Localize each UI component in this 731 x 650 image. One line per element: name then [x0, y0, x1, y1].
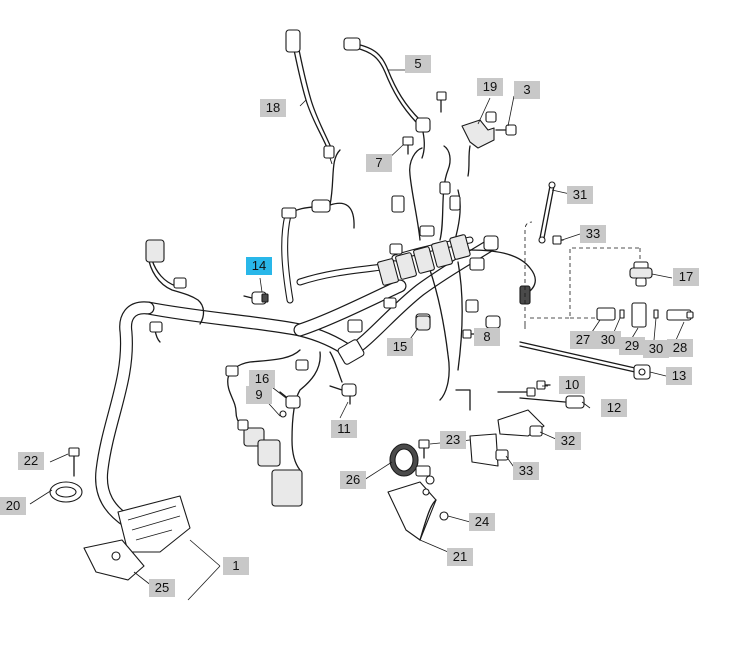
- left-upper-branch: [145, 239, 205, 343]
- callout-part-7[interactable]: 7: [366, 154, 392, 172]
- fasteners-10-12: [497, 380, 585, 409]
- callout-part-31[interactable]: 31: [567, 186, 593, 204]
- callout-part-10[interactable]: 10: [559, 376, 585, 394]
- callout-part-17[interactable]: 17: [673, 268, 699, 286]
- callout-part-15[interactable]: 15: [387, 338, 413, 356]
- callout-part-25[interactable]: 25: [149, 579, 175, 597]
- callout-part-11[interactable]: 11: [331, 420, 357, 438]
- callout-part-33b[interactable]: 33: [513, 462, 539, 480]
- callout-part-21[interactable]: 21: [447, 548, 473, 566]
- callout-part-32[interactable]: 32: [555, 432, 581, 450]
- callout-part-14[interactable]: 14: [246, 257, 272, 275]
- callout-part-19[interactable]: 19: [477, 78, 503, 96]
- callout-part-27[interactable]: 27: [570, 331, 596, 349]
- callout-part-9[interactable]: 9: [246, 386, 272, 404]
- brackets-32-33: [455, 389, 545, 467]
- callout-part-20[interactable]: 20: [0, 497, 26, 515]
- callout-part-8[interactable]: 8: [474, 328, 500, 346]
- lower-middle-branch: [225, 349, 343, 507]
- callout-part-23[interactable]: 23: [440, 431, 466, 449]
- callout-part-26[interactable]: 26: [340, 471, 366, 489]
- callout-part-29[interactable]: 29: [619, 337, 645, 355]
- small-parts: [243, 291, 487, 418]
- clamp-20: [49, 447, 83, 503]
- sender-17: [629, 261, 653, 287]
- callout-part-12[interactable]: 12: [601, 399, 627, 417]
- callout-part-24[interactable]: 24: [469, 513, 495, 531]
- callout-part-3[interactable]: 3: [514, 81, 540, 99]
- coil-26: [389, 439, 431, 477]
- assembly-outline: [524, 221, 641, 330]
- rod-31: [538, 181, 564, 245]
- callout-part-22[interactable]: 22: [18, 452, 44, 470]
- callout-part-18[interactable]: 18: [260, 99, 286, 117]
- sensor-lead-18: [285, 29, 335, 165]
- bracket-19: [402, 91, 517, 177]
- callout-part-5[interactable]: 5: [405, 55, 431, 73]
- callout-part-16[interactable]: 16: [249, 370, 275, 388]
- bracket-21: [387, 475, 449, 541]
- ecu-module-1: [83, 495, 191, 581]
- main-harness-trunk: [95, 235, 499, 529]
- callout-part-28[interactable]: 28: [667, 339, 693, 357]
- callout-part-13[interactable]: 13: [666, 367, 692, 385]
- callout-part-1[interactable]: 1: [223, 557, 249, 575]
- callout-part-30b[interactable]: 30: [643, 340, 669, 358]
- fitting-parts-27-30: [596, 302, 694, 328]
- callout-part-33a[interactable]: 33: [580, 225, 606, 243]
- callout-part-30a[interactable]: 30: [595, 331, 621, 349]
